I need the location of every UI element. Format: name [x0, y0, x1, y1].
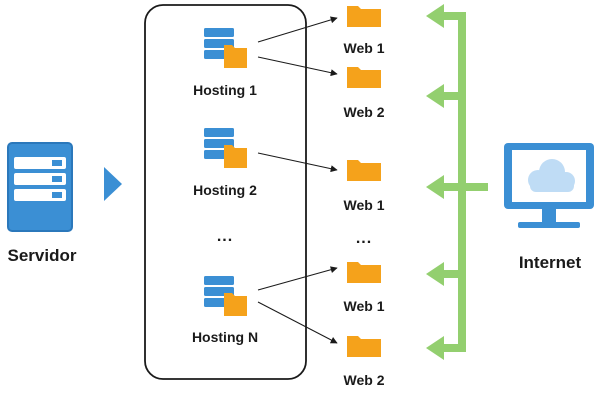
arrow-hostingn-web1	[257, 266, 338, 291]
arrow-hostingn-web2	[257, 301, 338, 344]
web-label: Web 1	[343, 298, 385, 314]
server-icon	[7, 142, 73, 232]
hosting-n-icon	[204, 276, 247, 316]
web-label: Web 1	[343, 197, 385, 213]
arrow-hosting2-web1	[257, 152, 338, 173]
folder-icon	[347, 336, 381, 357]
hosting-n-label: Hosting N	[191, 329, 259, 345]
web-label: Web 2	[343, 104, 385, 120]
hosting-2-label: Hosting 2	[193, 182, 257, 198]
web-label: Web 1	[343, 40, 385, 56]
hostings-container	[144, 4, 307, 380]
server-to-hosting-arrow	[104, 167, 122, 201]
cloud-icon	[528, 159, 575, 192]
internet-label: Internet	[518, 253, 582, 272]
web-label: Web 2	[343, 372, 385, 388]
server-label: Servidor	[7, 246, 77, 265]
hosting-1-label: Hosting 1	[193, 82, 257, 98]
arrow-hosting1-web2	[257, 56, 338, 77]
folder-icon	[347, 6, 381, 27]
folder-icon	[347, 262, 381, 283]
monitor-icon	[504, 143, 594, 228]
internet-bus	[446, 12, 488, 352]
folder-icon	[347, 160, 381, 181]
hosting-1-icon	[204, 28, 247, 68]
folder-icon	[347, 67, 381, 88]
arrow-hosting1-web1	[257, 16, 338, 43]
web-ellipsis: ...	[355, 230, 373, 247]
hosting-2-icon	[204, 128, 247, 168]
green-arrows	[426, 4, 458, 360]
hosting-ellipsis: ...	[216, 228, 234, 245]
